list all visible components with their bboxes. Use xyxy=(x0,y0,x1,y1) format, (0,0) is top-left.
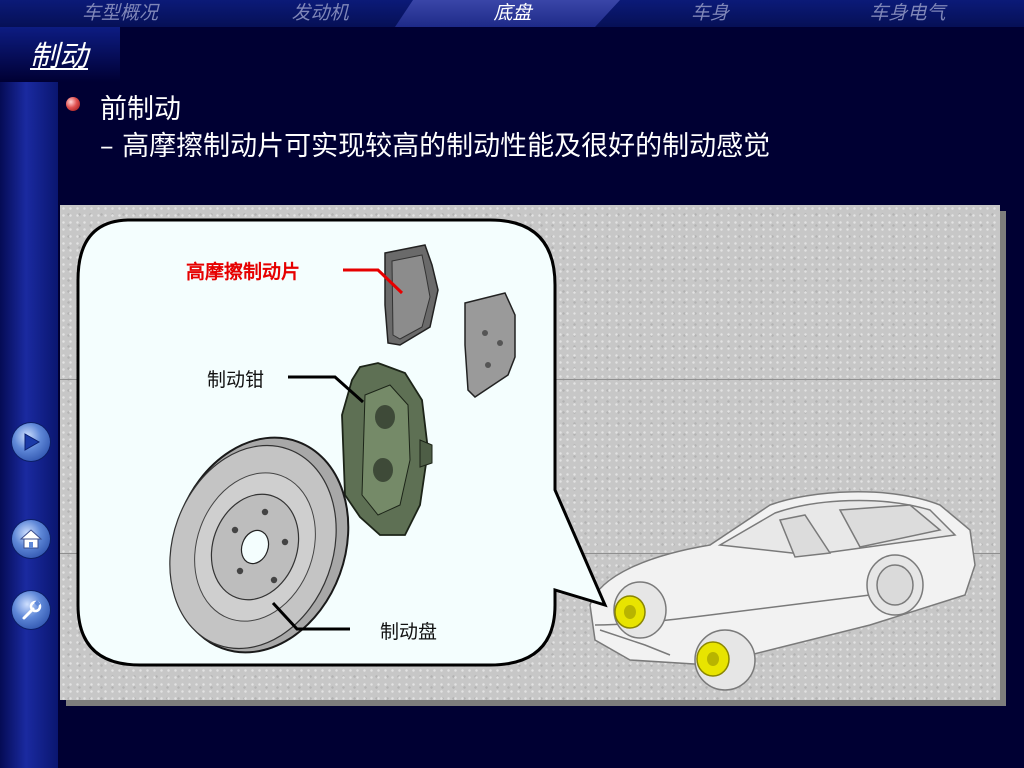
car-illustration xyxy=(589,491,976,691)
tab-body-electrical[interactable]: 车身电气 xyxy=(869,2,946,24)
tools-button[interactable] xyxy=(12,591,50,629)
brake-caliper xyxy=(341,362,433,536)
leader-line-pad xyxy=(343,268,404,295)
page-title: 制动 xyxy=(30,39,89,73)
brake-parts-illustration xyxy=(169,244,516,654)
bullet-detail: – 高摩擦制动片可实现较高的制动性能及很好的制动感觉 xyxy=(100,131,771,162)
left-sidebar-rail xyxy=(0,27,58,768)
label-caliper: 制动钳 xyxy=(207,369,265,391)
brake-disc xyxy=(169,436,350,654)
top-nav-bar: 车型概况 发动机 底盘 车身 车身电气 xyxy=(0,0,1024,27)
tab-body[interactable]: 车身 xyxy=(690,2,729,24)
leader-line-caliper xyxy=(288,375,364,404)
label-high-friction-pad: 高摩擦制动片 xyxy=(186,261,301,283)
active-tab-highlight xyxy=(395,0,620,27)
next-page-button[interactable] xyxy=(12,423,50,461)
tab-engine[interactable]: 发动机 xyxy=(291,2,349,24)
brake-pad-rear xyxy=(464,292,516,398)
home-button[interactable] xyxy=(12,520,50,558)
header-band xyxy=(0,27,120,82)
brake-hub xyxy=(707,652,719,666)
label-disc: 制动盘 xyxy=(380,621,438,643)
bullet-heading: 前制动 xyxy=(100,94,181,125)
brake-pad-front xyxy=(384,244,439,346)
bullet-icon xyxy=(66,97,80,111)
wrench-icon xyxy=(22,600,42,620)
brake-hub xyxy=(624,605,636,619)
home-icon xyxy=(19,529,43,549)
leader-line-disc xyxy=(271,601,350,631)
forward-arrow-icon xyxy=(24,433,41,451)
tab-vehicle-overview[interactable]: 车型概况 xyxy=(81,2,158,24)
tab-chassis[interactable]: 底盘 xyxy=(493,2,532,24)
diagram-panel: 高摩擦制动片 制动钳 制动盘 xyxy=(60,205,1000,700)
